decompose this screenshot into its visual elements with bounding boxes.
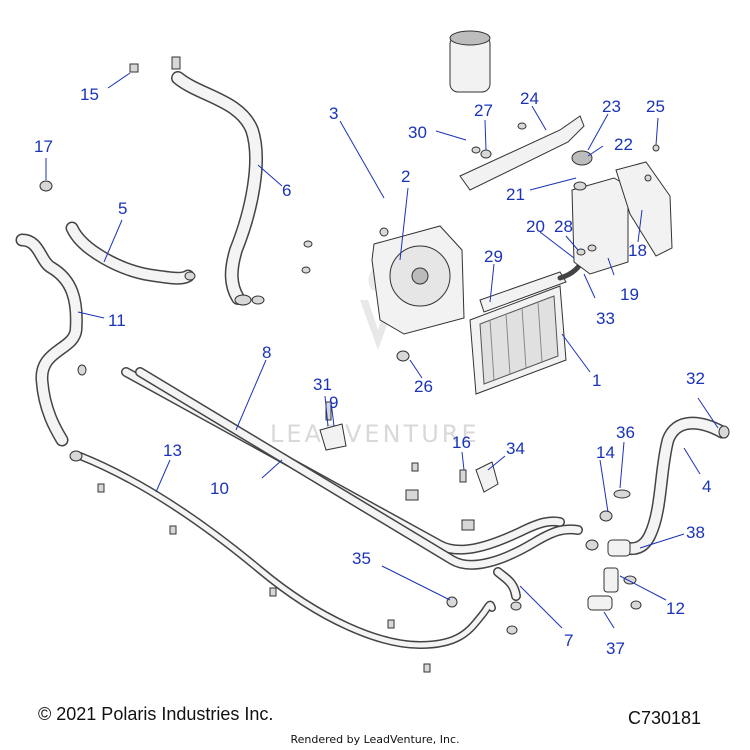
callout-32: 32 xyxy=(686,369,705,388)
callout-28: 28 xyxy=(554,217,573,236)
callout-35: 35 xyxy=(352,549,371,568)
callout-9: 9 xyxy=(329,393,338,412)
callout-6: 6 xyxy=(282,181,291,200)
clips xyxy=(69,240,522,673)
callout-36: 36 xyxy=(616,423,635,442)
tubes-8-10 xyxy=(121,367,583,570)
hose-6 xyxy=(171,56,265,306)
callout-37: 37 xyxy=(606,639,625,658)
callout-25: 25 xyxy=(646,97,665,116)
callout-33: 33 xyxy=(596,309,615,328)
callout-31: 31 xyxy=(313,375,332,394)
callout-10: 10 xyxy=(210,479,229,498)
callout-14: 14 xyxy=(596,443,615,462)
callout-11: 11 xyxy=(108,311,126,330)
clamp-15 xyxy=(129,63,139,73)
callout-4: 4 xyxy=(702,477,711,496)
callout-38: 38 xyxy=(686,523,705,542)
callout-2: 2 xyxy=(401,167,410,186)
callout-21: 21 xyxy=(506,185,525,204)
fittings-group xyxy=(585,489,642,611)
callout-34: 34 xyxy=(506,439,525,458)
watermark-text: LEADVENTURE xyxy=(270,420,480,448)
callout-26: 26 xyxy=(414,377,433,396)
bracket-18 xyxy=(615,161,673,257)
callout-labels: 1 2 3 4 5 6 7 8 9 10 11 12 13 14 15 16 1… xyxy=(34,85,711,658)
hose-4 xyxy=(618,416,730,556)
callout-17: 17 xyxy=(34,137,53,156)
diagram-code: C730181 xyxy=(628,708,702,728)
callout-3: 3 xyxy=(329,104,338,123)
callout-15: 15 xyxy=(80,85,99,104)
callout-13: 13 xyxy=(163,441,182,460)
hose-5 xyxy=(65,221,196,285)
callout-22: 22 xyxy=(614,135,633,154)
fan-shroud-2 xyxy=(371,225,465,362)
callout-19: 19 xyxy=(620,285,639,304)
watermark: LEADVENTURE xyxy=(270,258,480,448)
leader-lines xyxy=(45,72,719,629)
callout-8: 8 xyxy=(262,343,271,362)
callout-12: 12 xyxy=(666,599,685,618)
tube-13 xyxy=(76,452,496,649)
hose-11 xyxy=(15,233,83,447)
callout-20: 20 xyxy=(526,217,545,236)
reservoir-19 xyxy=(571,150,629,275)
hose-7 xyxy=(493,567,521,601)
clamp-17 xyxy=(39,180,53,192)
callout-23: 23 xyxy=(602,97,621,116)
copyright-notice: © 2021 Polaris Industries Inc. xyxy=(38,704,274,724)
callout-18: 18 xyxy=(628,241,647,260)
callout-24: 24 xyxy=(520,89,539,108)
callout-29: 29 xyxy=(484,247,503,266)
bracket-34 xyxy=(459,461,499,493)
callout-7: 7 xyxy=(564,631,573,650)
bracket-24 xyxy=(459,115,585,191)
pump xyxy=(449,30,491,93)
clamp-9 xyxy=(319,401,347,451)
rendered-by-credit: Rendered by LeadVenture, Inc. xyxy=(290,733,460,746)
callout-5: 5 xyxy=(118,199,127,218)
callout-16: 16 xyxy=(452,433,471,452)
callout-30: 30 xyxy=(408,123,427,142)
callout-1: 1 xyxy=(592,371,601,390)
radiator-1 xyxy=(469,255,587,395)
bolts xyxy=(471,144,660,256)
callout-27: 27 xyxy=(474,101,493,120)
